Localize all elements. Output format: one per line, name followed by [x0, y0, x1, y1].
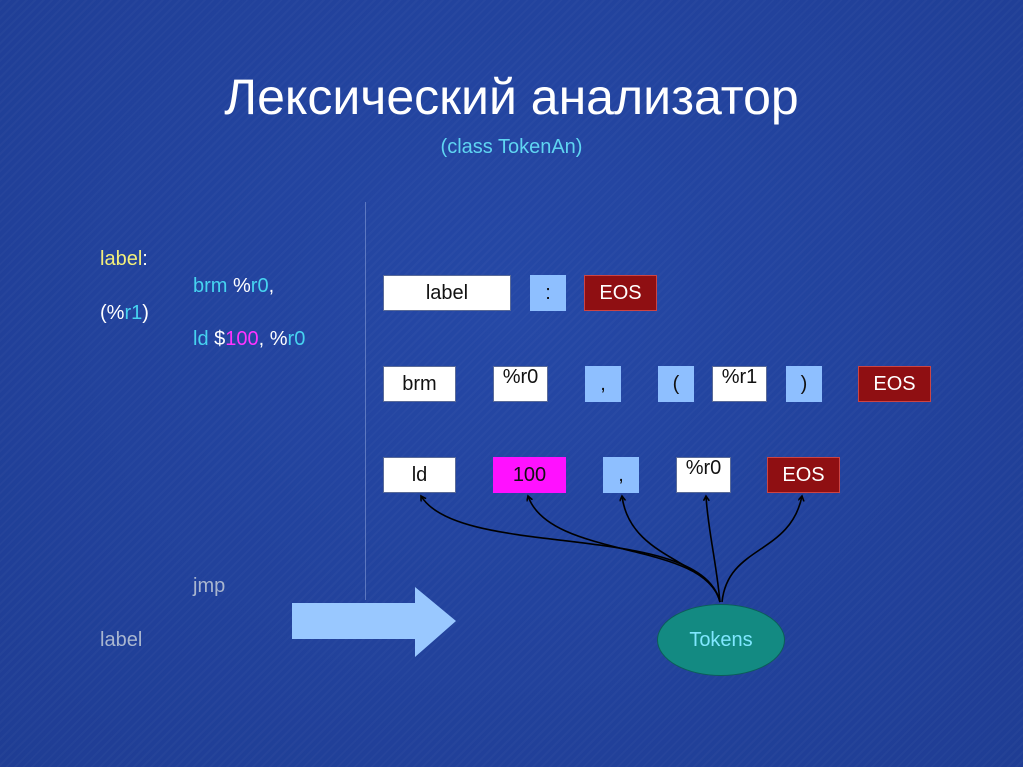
- code-brm: brm: [193, 275, 228, 297]
- code-open: (%: [100, 302, 125, 324]
- connector-to-100: [528, 496, 721, 603]
- token-ld: ld: [383, 457, 456, 493]
- token-colon: :: [530, 275, 566, 311]
- code-colon: :: [142, 248, 148, 270]
- code-ld: ld: [193, 328, 209, 350]
- code-reg: r0: [250, 275, 269, 297]
- token-close-paren: ): [786, 366, 822, 402]
- token-eos: EOS: [858, 366, 931, 402]
- code-line-label: label:: [100, 246, 148, 272]
- code-comma: ,: [268, 275, 275, 297]
- token-brm: brm: [383, 366, 456, 402]
- code-line-jmp: jmp: [193, 575, 226, 597]
- token-reg-r0: %r0: [676, 457, 731, 493]
- code-line-r1: (%r1): [100, 300, 149, 326]
- code-percent: %: [227, 275, 251, 297]
- code-reg: r1: [124, 302, 143, 324]
- code-line-label-2: label: [100, 629, 143, 651]
- connector-to-comma: [622, 496, 721, 603]
- slide-subtitle: (class TokenAn): [440, 136, 583, 158]
- connector-to-reg: [706, 496, 721, 603]
- token-comma: ,: [603, 457, 639, 493]
- code-reg: r0: [287, 328, 306, 350]
- slide-title: Лексический анализатор: [224, 69, 799, 125]
- code-close: ): [142, 302, 149, 324]
- vertical-divider: [365, 202, 366, 600]
- token-comma: ,: [585, 366, 621, 402]
- code-separator: , %: [258, 328, 288, 350]
- token-eos: EOS: [767, 457, 840, 493]
- tokens-ellipse: Tokens: [657, 604, 785, 676]
- code-dollar: $: [208, 328, 226, 350]
- connector-to-ld: [421, 496, 721, 603]
- right-arrow-icon: [292, 587, 456, 657]
- code-line-ld: ld $100, %r0: [193, 326, 305, 352]
- connector-to-eos: [721, 496, 802, 603]
- token-reg-r0: %r0: [493, 366, 548, 402]
- token-eos: EOS: [584, 275, 657, 311]
- token-open-paren: (: [658, 366, 694, 402]
- code-label: label: [100, 248, 143, 270]
- code-number: 100: [225, 328, 259, 350]
- token-number-100: 100: [493, 457, 566, 493]
- token-reg-r1: %r1: [712, 366, 767, 402]
- token-label: label: [383, 275, 511, 311]
- code-line-brm: brm %r0,: [193, 273, 274, 299]
